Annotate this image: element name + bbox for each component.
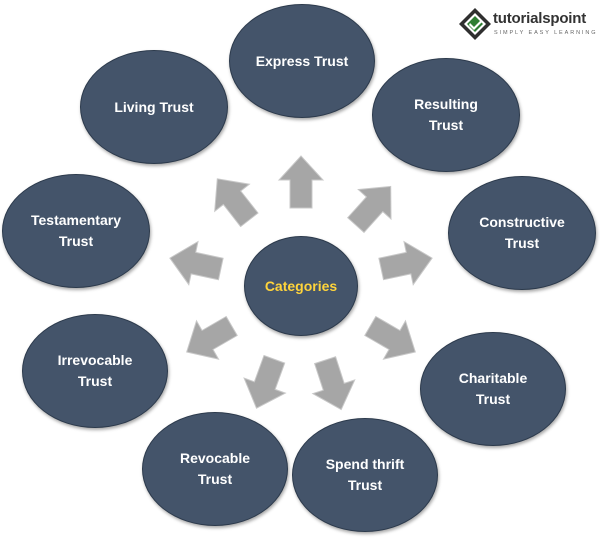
logo-tagline: SIMPLY EASY LEARNING (494, 30, 598, 36)
node-testamentary-trust-line1: Testamentary (30, 212, 121, 228)
center-categories-node: Categories (244, 236, 358, 336)
node-charitable-trust-line2: Trust (475, 391, 511, 407)
node-express-trust-line1: Express Trust (255, 52, 349, 69)
tutorialspoint-logo-icon (459, 8, 491, 40)
logo-wordmark: tutorialspoint (493, 10, 587, 27)
node-testamentary-trust-line2: Trust (58, 233, 94, 249)
node-living-trust-line1: Living Trust (114, 98, 194, 115)
node-resulting-trust-line1: Resulting (414, 96, 478, 112)
arrow-to-constructive-trust (378, 240, 433, 286)
node-spend-thrift-trust-line1: Spend thrift (325, 456, 405, 472)
arrow-to-living-trust (214, 178, 259, 228)
node-express-trust: Express Trust (229, 4, 375, 118)
arrow-to-express-trust (277, 155, 325, 209)
arrow-to-resulting-trust (346, 185, 392, 234)
center-label: Categories (264, 277, 338, 294)
arrow-to-charitable-trust (364, 315, 416, 360)
node-revocable-trust-line1: Revocable (179, 450, 251, 466)
node-living-trust: Living Trust (80, 50, 228, 164)
node-revocable-trust-line2: Trust (197, 471, 233, 487)
arrow-to-irrevocable-trust (186, 315, 238, 360)
arrow-to-revocable-trust (243, 354, 287, 409)
node-resulting-trust-line2: Trust (428, 117, 464, 133)
node-spend-thrift-trust-line2: Trust (347, 477, 383, 493)
arrow-to-spend-thrift-trust (311, 356, 356, 411)
node-constructive-trust-line1: Constructive (479, 214, 565, 230)
node-charitable-trust-line1: Charitable (458, 370, 528, 386)
node-irrevocable-trust-line2: Trust (77, 373, 113, 389)
node-irrevocable-trust-line1: Irrevocable (57, 352, 133, 368)
node-constructive-trust-line2: Trust (504, 235, 540, 251)
arrow-to-testamentary-trust (169, 240, 224, 286)
